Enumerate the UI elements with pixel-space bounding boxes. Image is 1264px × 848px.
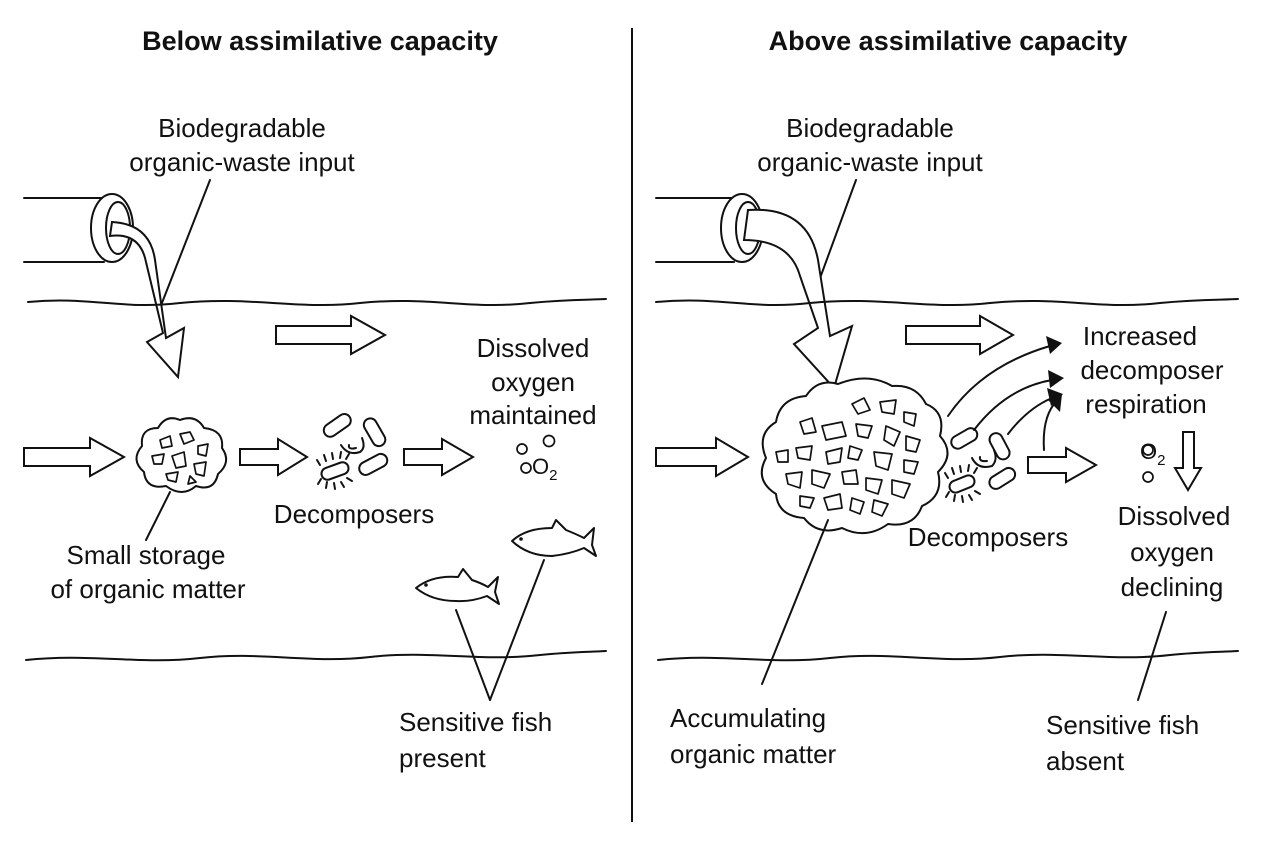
left-storage-label-line1: Small storage (67, 540, 226, 570)
left-decomposers-label: Decomposers (274, 499, 434, 529)
right-stream-bottom (657, 650, 1239, 662)
right-oxygen-label-line3: declining (1121, 572, 1224, 602)
right-input-label-line1: Biodegradable (786, 113, 954, 143)
left-input-label-line2: organic-waste input (129, 147, 355, 177)
left-fish-leader-line-1 (455, 609, 491, 701)
right-fish-label-line1: Sensitive fish (1046, 710, 1199, 740)
respiration-label-line3: respiration (1085, 389, 1206, 419)
right-fish-leader-line (1137, 611, 1167, 701)
left-waste-input-arrow (108, 220, 186, 380)
left-flow-arrow-to-oxygen (403, 437, 475, 477)
right-fish-label-line2: absent (1046, 746, 1125, 776)
right-o2-symbol: O2 (1140, 439, 1165, 469)
accumulating-label-line2: organic matter (670, 739, 837, 769)
right-oxygen-bubbles (1142, 444, 1154, 483)
left-o2-symbol: O2 (532, 454, 557, 484)
right-flow-arrow-inflow (655, 436, 750, 478)
left-fish-label-line1: Sensitive fish (399, 707, 552, 737)
left-flow-arrow-to-decomposers (239, 437, 309, 477)
left-oxygen-label-line1: Dissolved (477, 333, 590, 363)
left-flow-arrow-inflow (23, 436, 127, 478)
right-input-label-line2: organic-waste input (757, 147, 983, 177)
right-water-surface (655, 298, 1239, 307)
respiration-label-line2: decomposer (1080, 355, 1223, 385)
small-organic-matter-storage (135, 417, 228, 493)
left-fish-upper (511, 519, 597, 557)
left-fish-leader-line-2 (489, 559, 545, 701)
left-input-leader-line (159, 179, 211, 309)
accumulating-organic-matter (760, 377, 949, 535)
left-water-surface (27, 298, 607, 307)
right-flow-arrow-to-oxygen (1027, 446, 1099, 484)
right-oxygen-label-line1: Dissolved (1118, 501, 1231, 531)
left-oxygen-label-line3: maintained (469, 400, 596, 430)
right-oxygen-label-line2: oxygen (1130, 537, 1214, 567)
right-panel-title: Above assimilative capacity (769, 26, 1128, 56)
left-panel-title: Below assimilative capacity (142, 26, 498, 56)
left-fish-lower (415, 568, 500, 605)
right-decomposer-bacteria (944, 427, 1017, 503)
left-input-label-line1: Biodegradable (158, 113, 326, 143)
left-fish-label-line2: present (399, 743, 486, 773)
left-flow-arrow-surface (275, 314, 388, 356)
right-oxygen-decline-arrow (1173, 431, 1203, 492)
accumulating-leader-line (761, 519, 829, 685)
left-oxygen-bubbles (516, 434, 556, 474)
left-stream-bottom (25, 650, 607, 662)
right-decomposers-label: Decomposers (908, 522, 1068, 552)
respiration-label-line1: Increased (1083, 321, 1197, 351)
right-panel: Above assimilative capacity Biodegradabl… (655, 26, 1239, 776)
right-flow-arrow-surface (905, 314, 1016, 356)
left-panel: Below assimilative capacity Biodegradabl… (23, 26, 607, 773)
respiration-arrows (947, 336, 1064, 451)
left-oxygen-label-line2: oxygen (491, 367, 575, 397)
accumulating-label-line1: Accumulating (670, 703, 826, 733)
left-storage-leader-line (145, 491, 171, 541)
left-decomposer-bacteria (316, 413, 389, 490)
right-waste-input-arrow (742, 208, 854, 390)
left-storage-label-line2: of organic matter (50, 574, 245, 604)
